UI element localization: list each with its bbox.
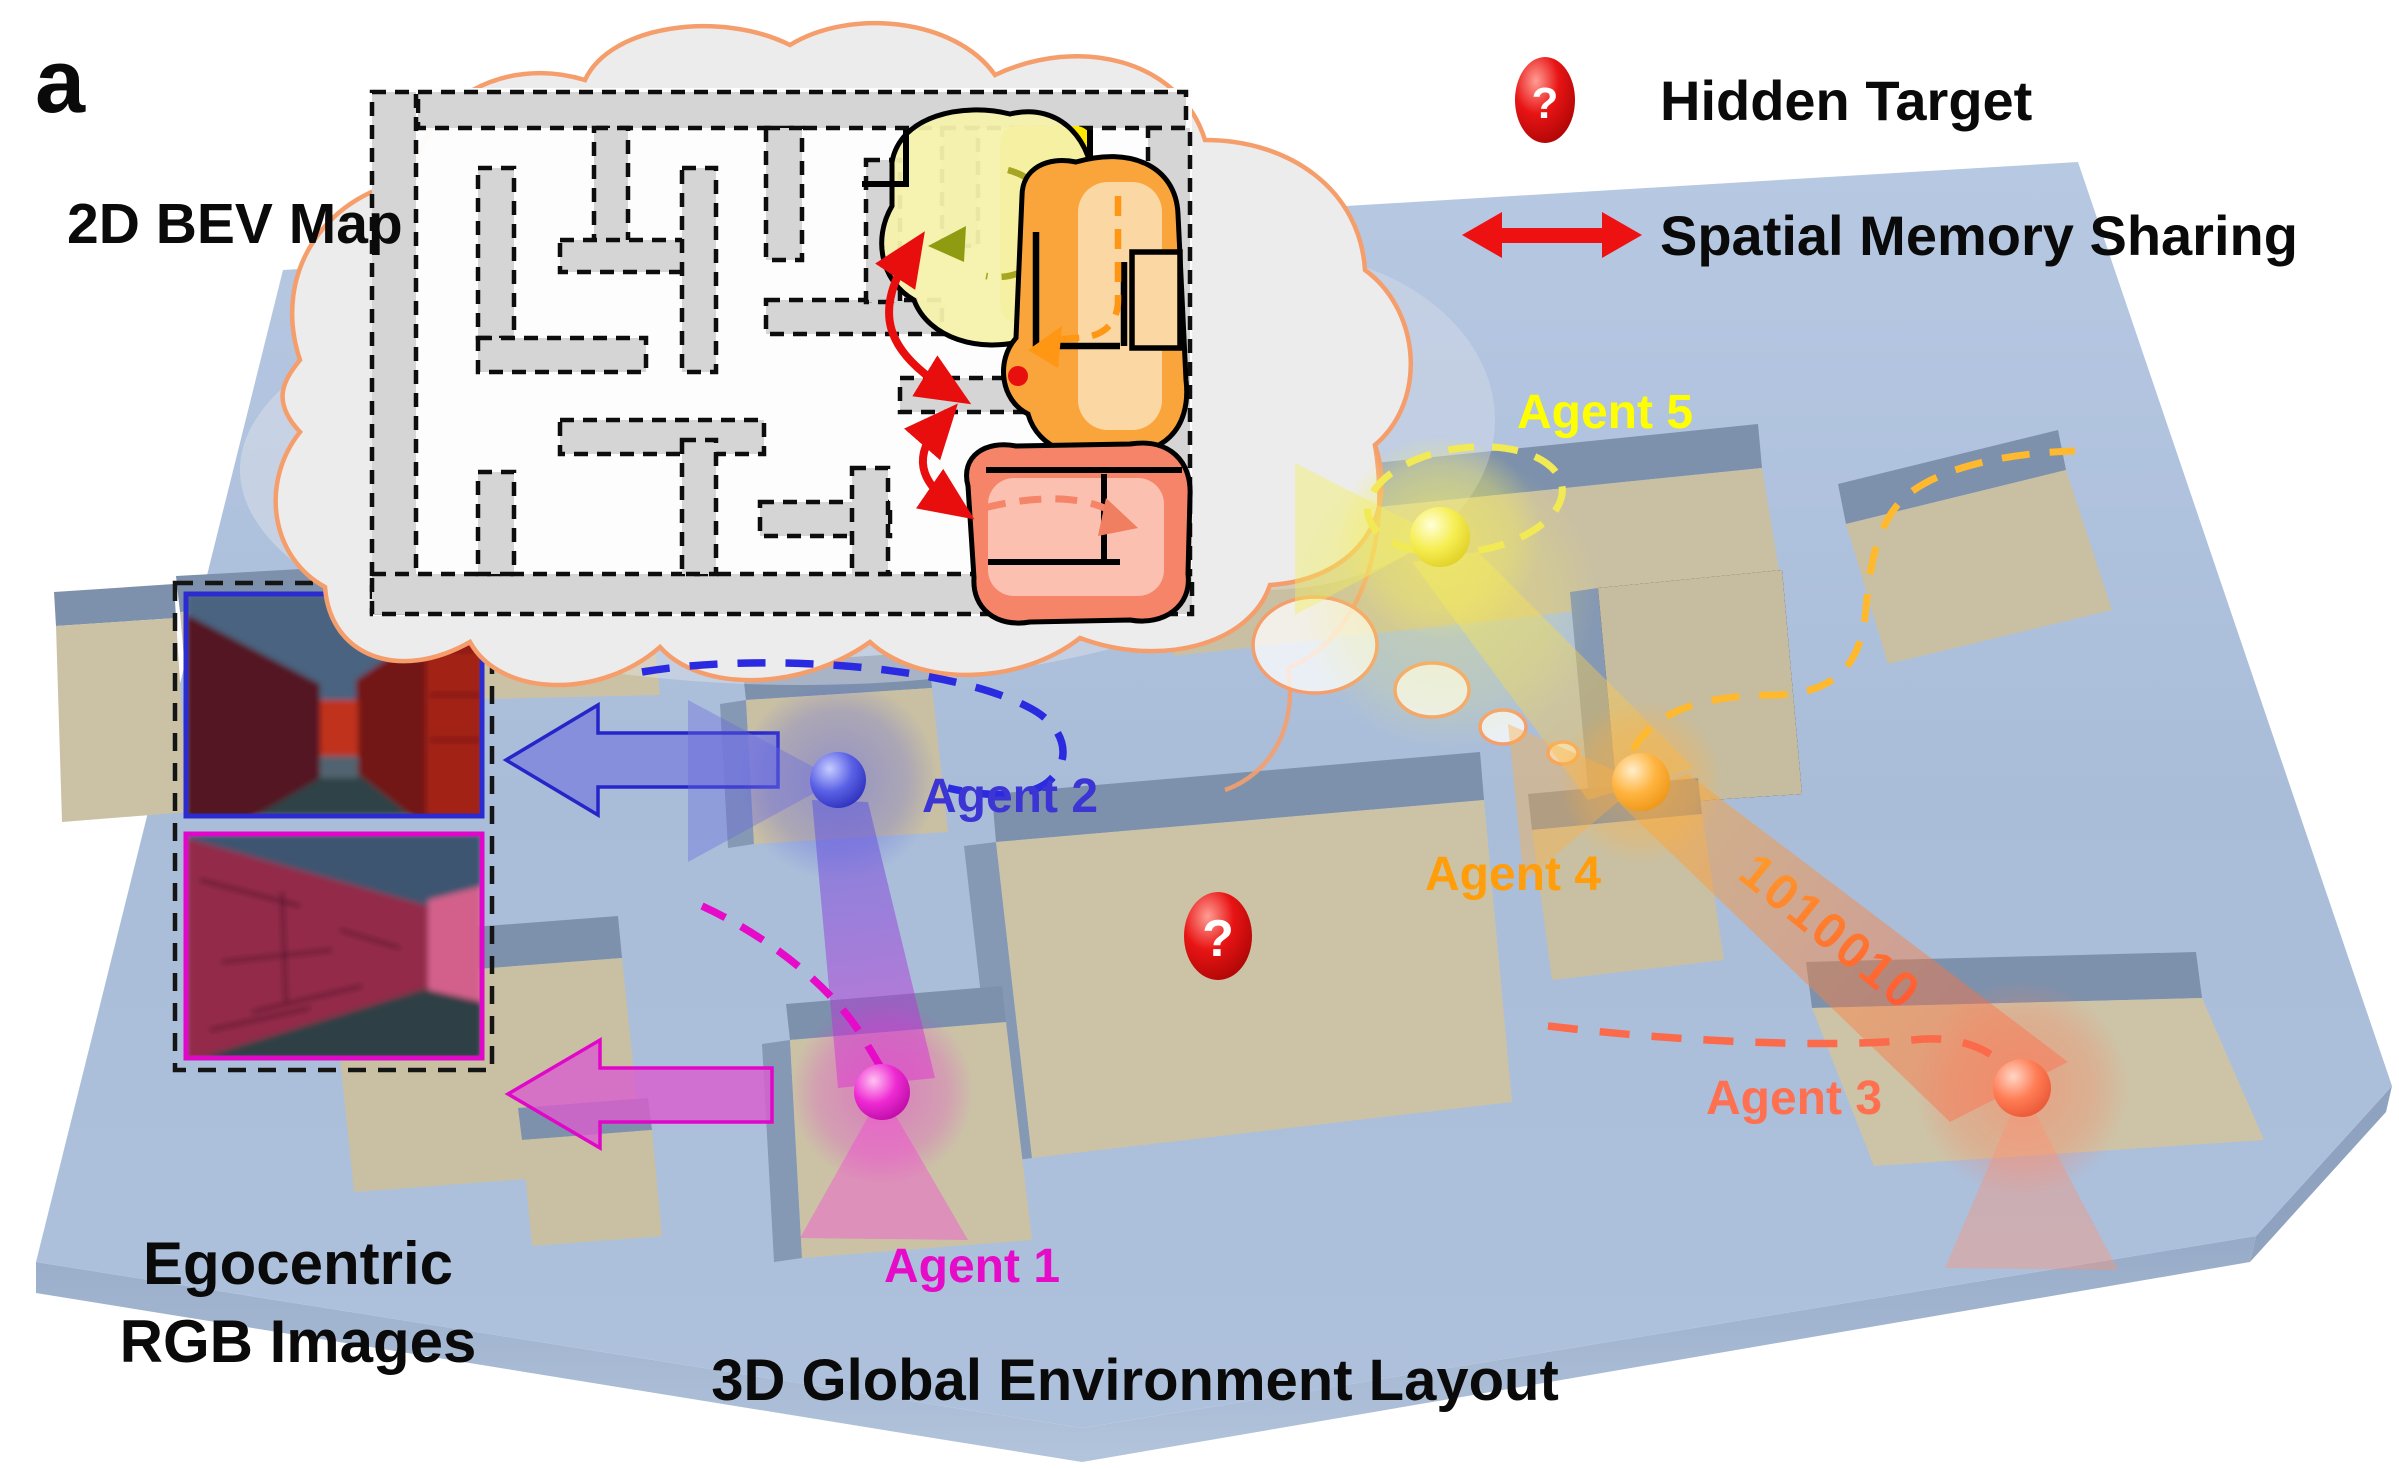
platform-right-face xyxy=(2250,1086,2392,1262)
agent-5-trajectory xyxy=(1364,443,1566,557)
agent-4-label: Agent 4 xyxy=(1425,848,1601,901)
bev-region-agent3 xyxy=(964,440,1193,626)
agent-1 xyxy=(700,902,974,1240)
question-ball-symbol: ? xyxy=(1532,79,1559,128)
platform-front-face xyxy=(36,1236,2256,1462)
agent-3-sphere xyxy=(1993,1059,2051,1117)
agent-1-view-cone xyxy=(800,1092,968,1240)
agent3-bev-arrow-icon xyxy=(1098,498,1138,536)
bev-region-agent4 xyxy=(1001,154,1190,458)
red-double-arrow-icon xyxy=(1462,212,1642,258)
left-arrow-magenta-icon xyxy=(504,1036,774,1152)
agent-4-sphere xyxy=(1612,753,1670,811)
egocentric-caption-line2: RGB Images xyxy=(120,1308,477,1375)
question-ball-icon xyxy=(1515,57,1575,143)
bev-memory-sharing-arrows xyxy=(875,231,975,520)
agent-2-trajectory xyxy=(641,659,1067,799)
bev-map xyxy=(369,88,1195,626)
agent-5-sphere xyxy=(1410,507,1470,567)
bev-target-dot xyxy=(1008,366,1028,386)
agent-5-view-cone xyxy=(1295,463,1440,615)
agent-5-label: Agent 5 xyxy=(1517,386,1693,439)
agent-2-label: Agent 2 xyxy=(922,770,1098,823)
panel-label: a xyxy=(35,32,86,132)
agent4-bev-arrow-icon xyxy=(1028,326,1062,368)
legend-label-hidden-target: Hidden Target xyxy=(1660,69,2032,132)
agent-1-sphere xyxy=(854,1064,910,1120)
legend-item-memory-sharing: Spatial Memory Sharing xyxy=(1462,204,2298,267)
agent-3-trajectory xyxy=(1547,1022,2011,1071)
legend-item-hidden-target: ? Hidden Target xyxy=(1515,57,2032,143)
egocentric-view-agent1 xyxy=(183,831,485,1061)
agent-3 xyxy=(1547,980,2130,1270)
agent-4 xyxy=(1508,447,2076,882)
egocentric-panel xyxy=(172,580,495,1073)
agent-2-sphere xyxy=(810,752,866,808)
bev-map-title: 2D BEV Map xyxy=(67,192,403,256)
legend-label-memory-sharing: Spatial Memory Sharing xyxy=(1660,204,2298,267)
agent-1-label: Agent 1 xyxy=(884,1240,1060,1293)
agent-3-label: Agent 3 xyxy=(1706,1072,1882,1125)
hidden-target-question-mark: ? xyxy=(1202,910,1234,968)
agent-2-view-cone xyxy=(688,700,838,862)
agent-5 xyxy=(1295,435,1598,750)
egocentric-caption-line1: Egocentric xyxy=(143,1230,453,1297)
agent-4-view-cone xyxy=(1508,724,1641,882)
bev-walls xyxy=(369,89,1195,617)
agent-4-trajectory xyxy=(1629,447,2076,752)
hidden-target-ball: ? xyxy=(1184,892,1252,980)
legend: ? Hidden Target Spatial Memory Sharing xyxy=(1462,57,2298,267)
environment-caption: 3D Global Environment Layout xyxy=(711,1348,1559,1413)
agent-3-view-cone xyxy=(1945,1088,2118,1270)
agent-2 xyxy=(641,659,1067,880)
